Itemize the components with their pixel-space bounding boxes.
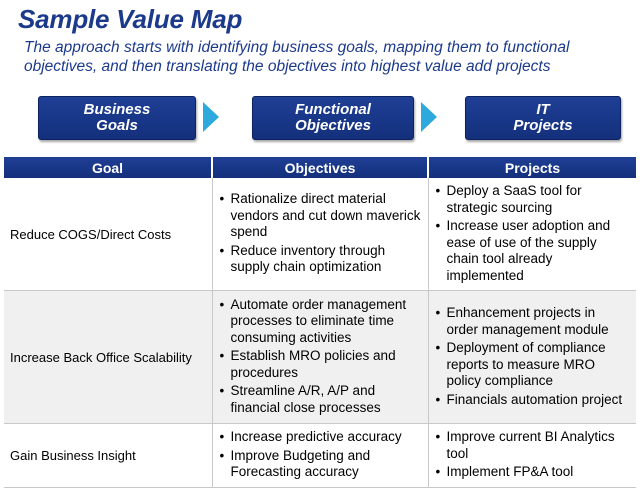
- list-item: Reduce inventory through supply chain op…: [219, 243, 422, 276]
- phase-label-line2: Projects: [513, 117, 573, 134]
- phase-business-goals: Business Goals: [38, 96, 196, 140]
- list-item: Increase predictive accuracy: [219, 429, 422, 446]
- objectives-cell: Increase predictive accuracy Improve Bud…: [211, 423, 428, 488]
- table-row: Reduce COGS/Direct Costs Rationalize dir…: [4, 178, 636, 291]
- projects-cell: Deploy a SaaS tool for strategic sourcin…: [427, 178, 636, 291]
- goal-cell: Reduce COGS/Direct Costs: [4, 178, 212, 291]
- chevron-right-icon: [203, 102, 219, 132]
- list-item: Improve Budgeting and Forecasting accura…: [219, 448, 422, 481]
- list-item: Increase user adoption and ease of use o…: [435, 218, 631, 284]
- list-item: Streamline A/R, A/P and financial close …: [219, 383, 422, 416]
- list-item: Deploy a SaaS tool for strategic sourcin…: [435, 183, 631, 216]
- chevron-right-icon: [421, 102, 437, 132]
- page-title: Sample Value Map: [18, 4, 243, 34]
- phase-label-line2: Objectives: [295, 117, 371, 134]
- column-header-objectives: Objectives: [211, 157, 428, 178]
- phase-label-line1: IT: [536, 101, 550, 118]
- list-item: Automate order management processes to e…: [219, 297, 422, 347]
- objectives-cell: Automate order management processes to e…: [211, 290, 428, 424]
- list-item: Establish MRO policies and procedures: [219, 348, 422, 381]
- phase-label-line1: Business: [83, 101, 151, 118]
- list-item: Rationalize direct material vendors and …: [219, 191, 422, 241]
- list-item: Enhancement projects in order management…: [435, 305, 631, 338]
- table-header-row: Goal Objectives Projects: [4, 157, 636, 178]
- phase-functional-objectives: Functional Objectives: [252, 96, 414, 140]
- phase-label-line2: Goals: [96, 117, 138, 134]
- objectives-cell: Rationalize direct material vendors and …: [211, 178, 428, 291]
- list-item: Improve current BI Analytics tool: [435, 429, 631, 462]
- list-item: Financials automation project: [435, 392, 631, 409]
- phase-label-line1: Functional: [295, 101, 371, 118]
- goal-cell: Gain Business Insight: [4, 423, 212, 488]
- table-row: Increase Back Office Scalability Automat…: [4, 290, 636, 424]
- projects-cell: Enhancement projects in order management…: [427, 290, 636, 424]
- list-item: Deployment of compliance reports to meas…: [435, 340, 631, 390]
- goal-cell: Increase Back Office Scalability: [4, 290, 212, 424]
- projects-cell: Improve current BI Analytics tool Implem…: [427, 423, 636, 488]
- page-subtitle: The approach starts with identifying bus…: [24, 39, 570, 75]
- table-row: Gain Business Insight Increase predictiv…: [4, 423, 636, 488]
- column-header-goal: Goal: [4, 157, 212, 178]
- column-header-projects: Projects: [427, 157, 636, 178]
- value-map-table: Goal Objectives Projects Reduce COGS/Dir…: [4, 157, 636, 488]
- phase-it-projects: IT Projects: [465, 96, 621, 140]
- list-item: Implement FP&A tool: [435, 464, 631, 481]
